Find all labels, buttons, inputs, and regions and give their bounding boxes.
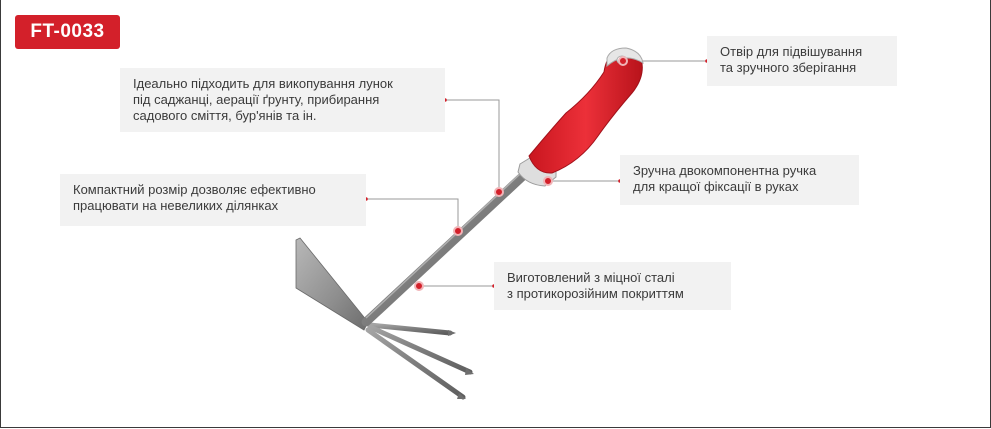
callout-line: Зручна двокомпонентна ручка — [633, 163, 817, 178]
callout-line: Компактний розмір дозволяє ефективно — [73, 182, 316, 197]
marker-dot-hole — [618, 56, 628, 66]
callout-usage: Ідеально підходить для викопування лунок… — [120, 68, 445, 132]
marker-dot-handle — [543, 176, 553, 186]
callout-line: садового сміття, бур'янів та ін. — [133, 108, 317, 123]
callout-line: Виготовлений з міцної сталі — [507, 270, 675, 285]
leader-line-usage — [445, 99, 500, 192]
callout-handle: Зручна двокомпонентна ручка для кращої ф… — [620, 155, 859, 205]
callout-steel: Виготовлений з міцної сталі з протикороз… — [494, 262, 731, 310]
steel-shaft — [361, 171, 528, 327]
callout-hanging-hole: Отвір для підвішування та зручного збері… — [707, 36, 897, 86]
callout-line: для кращої фіксації в руках — [633, 179, 799, 194]
callout-line: під саджанці, аерації ґрунту, прибирання — [133, 92, 380, 107]
callout-line: Отвір для підвішування — [720, 44, 863, 59]
tine-2 — [367, 324, 473, 375]
tines — [365, 322, 473, 400]
callout-line: з протикорозійним покриттям — [507, 286, 684, 301]
marker-dot-steel — [414, 281, 424, 291]
callout-line: та зручного зберігання — [720, 60, 857, 75]
callout-line: Ідеально підходить для викопування лунок — [133, 76, 393, 91]
product-code-badge: FT-0033 — [15, 15, 120, 49]
marker-dot-usage — [494, 187, 504, 197]
callout-line: працювати на невеликих ділянках — [73, 198, 279, 213]
leader-line-size — [366, 198, 459, 231]
tine-1 — [367, 322, 453, 336]
tine-3 — [365, 327, 466, 400]
callout-compact-size: Компактний розмір дозволяє ефективно пра… — [60, 174, 366, 226]
leader-lines — [366, 60, 707, 287]
marker-dot-size — [453, 226, 463, 236]
hoe-blade — [295, 237, 369, 331]
